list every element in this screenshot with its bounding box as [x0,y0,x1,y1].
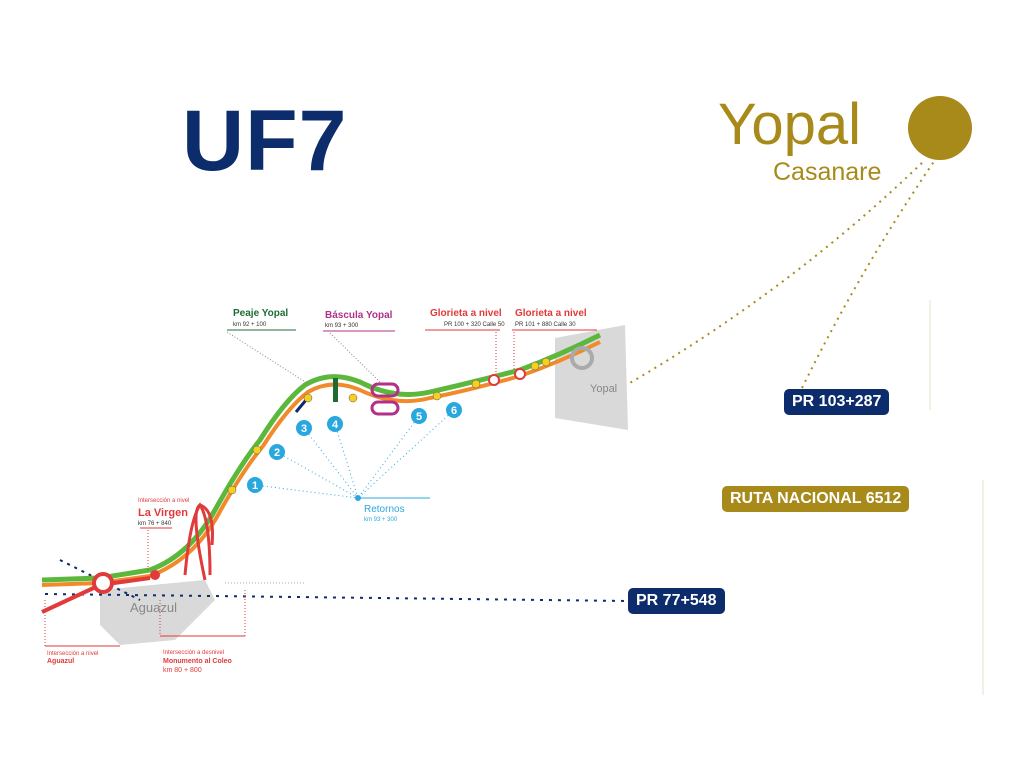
label-aguazul-pre: Intersección a nivel [47,651,98,657]
label-glorieta2-km: PR 101 + 880 Calle 30 [515,322,576,328]
interchange-yopal-icon [570,346,594,370]
scale-icon [370,382,400,398]
label-monumento-pre: Intersección a desnivel [163,650,224,656]
town-label-yopal: Yopal [590,383,617,395]
roundabout-icon [488,374,500,386]
logo-department-name: Casanare [773,158,882,186]
marker-icon [303,393,313,403]
retorno-4: 4 [327,416,343,432]
svg-text:2: 2 [274,447,280,459]
town-area-aguazul [100,580,215,645]
sun-logo-icon [908,96,972,160]
label-aguazul-title: Aguazul [47,658,74,665]
label-glorieta1-title: Glorieta a nivel [430,308,502,319]
label-glorieta2-title: Glorieta a nivel [515,308,587,319]
logo-city-name: Yopal [718,92,862,157]
svg-text:4: 4 [332,419,339,431]
label-peaje-km: km 92 + 100 [233,322,267,328]
connector-yopal-sun [599,159,926,401]
route-green-line [41,332,602,583]
label-virgen-pre: Intersección a nivel [138,498,189,504]
label-monumento-km: km 80 + 800 [163,667,202,674]
svg-text:6: 6 [451,405,457,417]
toll-booth-icon [333,378,338,402]
marker-icon [227,485,237,495]
connector-road-west [59,559,141,601]
label-monumento-title: Monumento al Coleo [163,658,232,665]
pr-end-tag: PR 103+287 [784,389,890,415]
roundabout-icon [514,368,526,380]
scale-icon [370,400,400,416]
intersection-virgen-icon [150,570,160,580]
interchange-coleo-loop [194,503,214,581]
label-bascula-title: Báscula Yopal [325,310,393,321]
route-orange-line [41,340,601,587]
roundabout-aguazul-icon [92,572,114,594]
label-virgen-title: La Virgen [138,507,188,519]
marker-icon [432,391,442,401]
route-number-tag: RUTA NACIONAL 6512 [722,486,910,512]
svg-text:5: 5 [416,411,422,423]
label-bascula-km: km 93 + 300 [325,323,359,329]
label-peaje-leader [226,331,311,386]
retorno-5: 5 [411,408,427,424]
pr-start-tag: PR 77+548 [628,588,725,614]
marker-icon [541,357,551,367]
marker-icon [348,393,358,403]
marker-icon [530,361,540,371]
retorno-3: 3 [296,420,312,436]
retorno-1: 1 [247,477,263,493]
svg-text:1: 1 [252,480,258,492]
label-glorieta1-km: PR 100 + 320 Calle 50 [444,322,505,328]
marker-icon [252,445,262,455]
marker-icon [471,379,481,389]
retornos-connectors [254,409,455,499]
label-retornos-title: Retornos [364,504,405,515]
town-label-aguazul: Aguazul [130,600,177,615]
page-title: UF7 [182,93,348,189]
label-retornos-km: km 93 + 300 [364,517,398,523]
connector-pr-end-sun [801,159,936,389]
retorno-2: 2 [269,444,285,460]
toll-marker-icon [294,399,308,413]
svg-text:3: 3 [301,423,307,435]
label-virgen-km: km 76 + 840 [138,521,172,527]
retorno-6: 6 [446,402,462,418]
label-peaje-title: Peaje Yopal [233,308,288,319]
